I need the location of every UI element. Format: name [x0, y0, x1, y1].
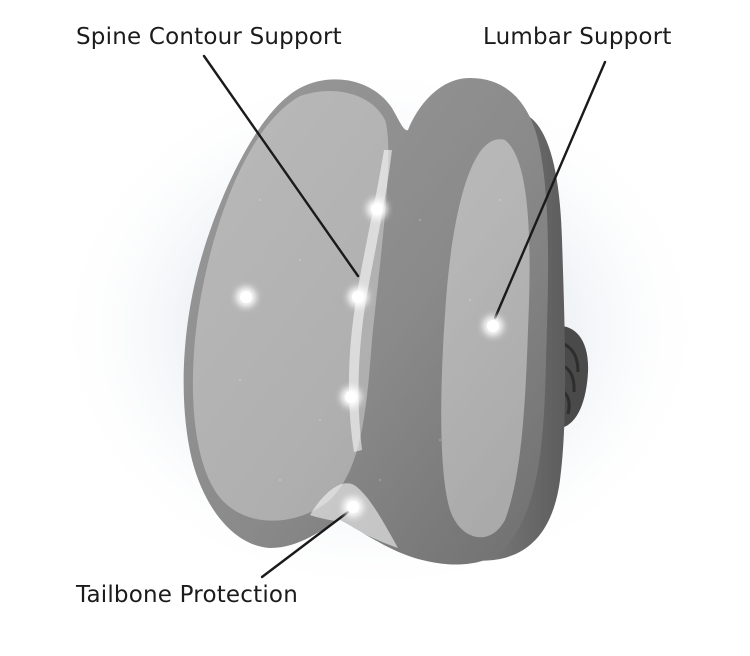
spine-leader-line [202, 54, 360, 278]
dot-lumbar [480, 313, 506, 339]
cushion-body [183, 78, 549, 565]
dot-tailbone [340, 494, 366, 520]
spine-contour-support-label: Spine Contour Support [76, 24, 342, 50]
fabric-texture [238, 198, 502, 482]
dot-lower-spine [338, 384, 364, 410]
tailbone-leader-line [260, 510, 350, 579]
tailbone-protection-label: Tailbone Protection [76, 582, 298, 608]
lumbar-support-label: Lumbar Support [483, 24, 672, 50]
left-support-highlight [192, 90, 389, 521]
dot-mid-spine [345, 284, 371, 310]
dot-left-back [233, 284, 259, 310]
right-lumbar-highlight [441, 139, 530, 538]
support-points [233, 196, 506, 520]
leader-lines [202, 54, 607, 579]
dot-upper-spine [364, 196, 390, 222]
lumbar-leader-line [493, 60, 607, 320]
